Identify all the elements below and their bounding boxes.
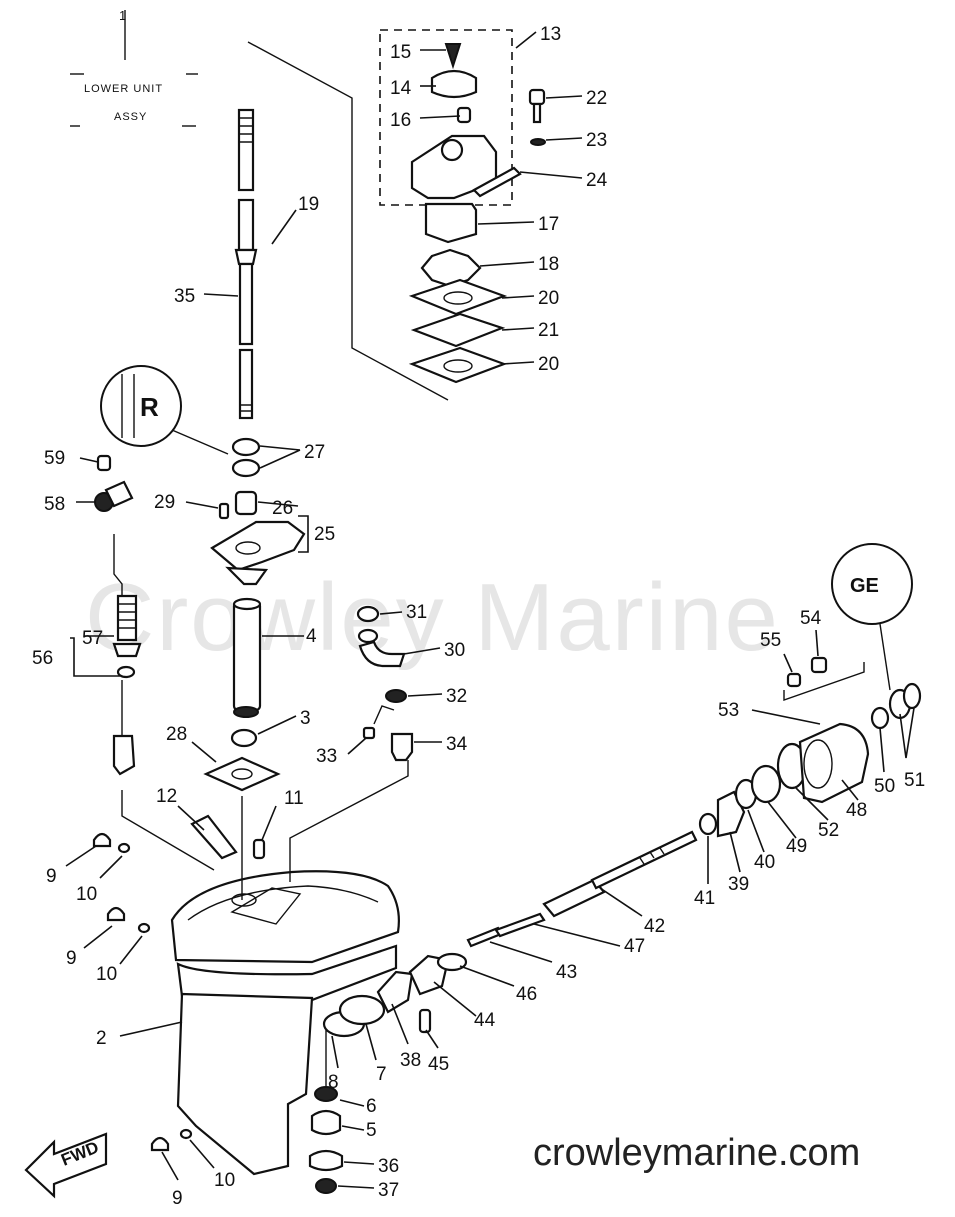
label-46: 46 <box>516 984 537 1005</box>
label-40: 40 <box>754 852 775 873</box>
label-9-c: 9 <box>172 1188 183 1209</box>
label-50: 50 <box>874 776 895 797</box>
hose-group <box>356 605 414 762</box>
label-56: 56 <box>32 648 53 669</box>
label-11: 11 <box>284 788 304 809</box>
label-20-upper: 20 <box>538 288 559 309</box>
gear-set <box>322 912 546 1038</box>
label-27: 27 <box>304 442 325 463</box>
label-42: 42 <box>644 916 665 937</box>
assy-title-line1: LOWER UNIT <box>84 83 163 95</box>
label-52: 52 <box>818 820 839 841</box>
label-39: 39 <box>728 874 749 895</box>
label-44: 44 <box>474 1010 496 1031</box>
label-9-a: 9 <box>46 866 57 887</box>
lower-casing <box>170 870 400 1176</box>
label-15: 15 <box>390 42 411 63</box>
label-18: 18 <box>538 254 559 275</box>
label-38: 38 <box>400 1050 421 1071</box>
label-14: 14 <box>390 78 412 99</box>
label-7: 7 <box>376 1064 387 1085</box>
watermark: Crowley Marine <box>85 564 780 671</box>
label-12: 12 <box>156 786 177 807</box>
label-59: 59 <box>44 448 65 469</box>
label-28: 28 <box>166 724 187 745</box>
label-37: 37 <box>378 1180 399 1201</box>
label-19: 19 <box>298 194 319 215</box>
label-30: 30 <box>444 640 465 661</box>
fwd-arrow: FWD <box>24 1132 108 1199</box>
fasteners <box>92 814 266 1152</box>
label-17: 17 <box>538 214 559 235</box>
label-21: 21 <box>538 320 559 341</box>
shift-rod <box>94 454 142 776</box>
label-48: 48 <box>846 800 867 821</box>
water-pump <box>408 43 546 384</box>
callout-top: R <box>100 365 229 455</box>
label-24: 24 <box>586 170 608 191</box>
assy-title-line2: ASSY <box>114 111 147 123</box>
label-55: 55 <box>760 630 781 651</box>
water-tube <box>203 597 281 792</box>
label-13: 13 <box>540 24 561 45</box>
label-6: 6 <box>366 1096 377 1117</box>
label-33: 33 <box>316 746 337 767</box>
drive-shaft <box>234 108 258 420</box>
label-25: 25 <box>314 524 335 545</box>
label-35: 35 <box>174 286 195 307</box>
label-10-c: 10 <box>214 1170 235 1191</box>
label-47: 47 <box>624 936 645 957</box>
label-23: 23 <box>586 130 607 151</box>
label-29: 29 <box>154 492 175 513</box>
label-45: 45 <box>428 1054 449 1075</box>
label-41: 41 <box>694 888 715 909</box>
label-3: 3 <box>300 708 311 729</box>
part-labels: 13 15 14 16 22 23 24 17 18 20 21 20 19 3… <box>32 24 925 1209</box>
label-9-b: 9 <box>66 948 77 969</box>
label-49: 49 <box>786 836 807 857</box>
label-34: 34 <box>446 734 468 755</box>
site-url: crowleymarine.com <box>533 1132 861 1174</box>
label-58: 58 <box>44 494 65 515</box>
assembly-line-top <box>247 41 449 401</box>
label-31: 31 <box>406 602 427 623</box>
assembly-line-left <box>121 790 215 871</box>
callout-top-letter: R <box>140 392 159 422</box>
label-2: 2 <box>96 1028 107 1049</box>
assy-number: 1 <box>119 8 126 23</box>
label-51: 51 <box>904 770 925 791</box>
label-10-b: 10 <box>96 964 117 985</box>
label-26: 26 <box>272 498 293 519</box>
label-8: 8 <box>328 1072 339 1093</box>
label-36: 36 <box>378 1156 399 1177</box>
label-10-a: 10 <box>76 884 97 905</box>
label-32: 32 <box>446 686 467 707</box>
leader-lines <box>65 31 915 1189</box>
label-16: 16 <box>390 110 411 131</box>
assembly-line-right <box>289 760 409 882</box>
bearing-housing <box>698 656 922 838</box>
label-53: 53 <box>718 700 739 721</box>
label-43: 43 <box>556 962 577 983</box>
label-4: 4 <box>306 626 317 647</box>
assy-title: 1 LOWER UNIT ASSY <box>70 8 198 127</box>
propeller-shaft <box>542 830 698 918</box>
label-20-lower: 20 <box>538 354 559 375</box>
label-54: 54 <box>800 608 822 629</box>
label-5: 5 <box>366 1120 377 1141</box>
callout-bottom: GE <box>831 543 913 691</box>
drive-shaft-housing <box>210 437 306 586</box>
pinion-stack <box>308 1030 344 1194</box>
label-22: 22 <box>586 88 607 109</box>
label-57: 57 <box>82 628 103 649</box>
callout-bottom-letters: GE <box>850 575 879 597</box>
